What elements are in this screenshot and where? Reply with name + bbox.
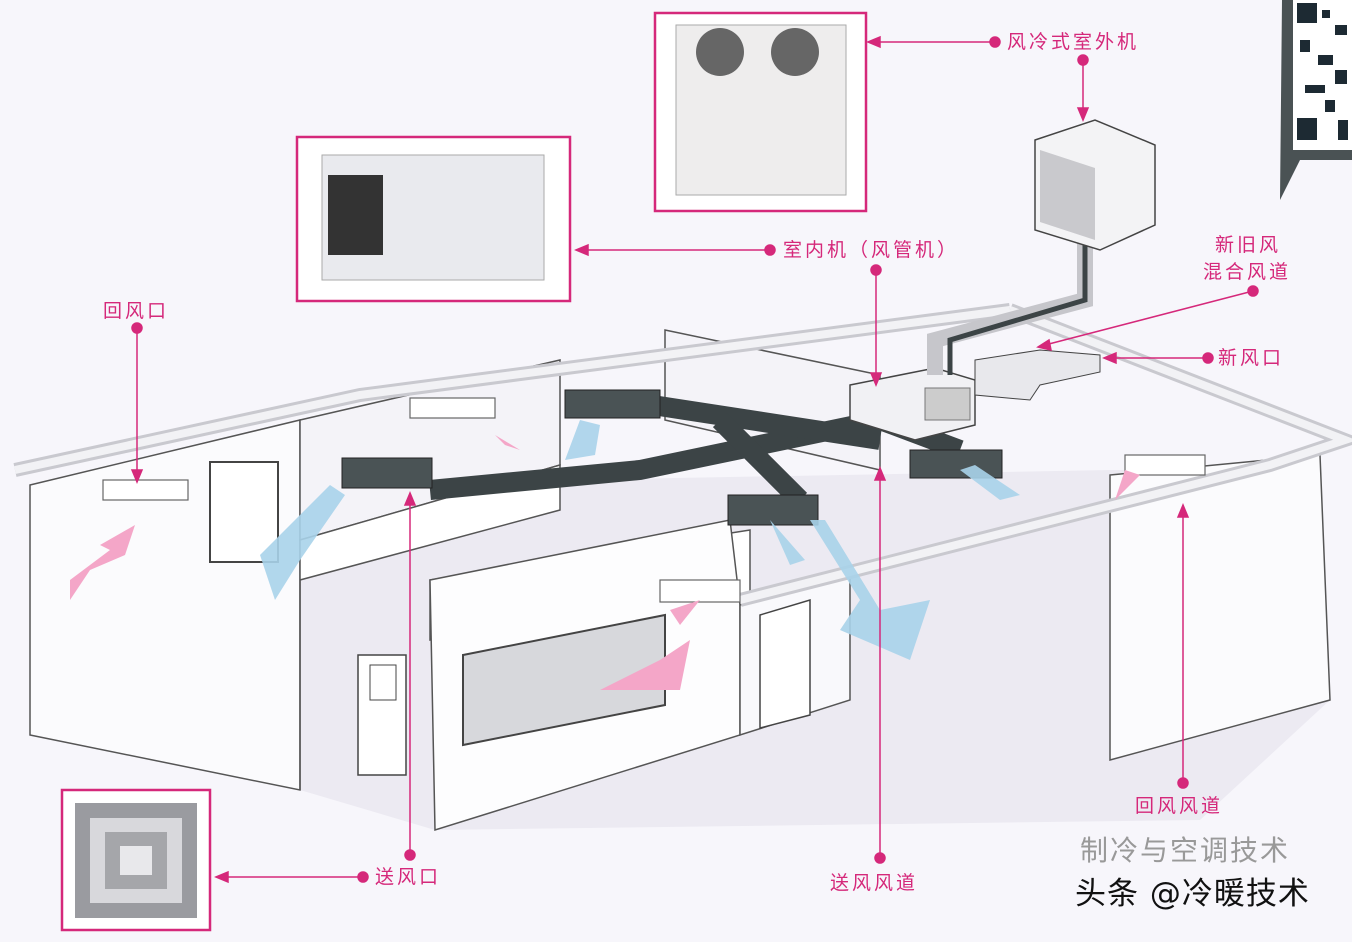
square-diffuser-icon: [75, 803, 197, 918]
watermark-secondary: 制冷与空调技术: [1080, 834, 1291, 867]
label-outdoor-unit: 风冷式室外机: [1007, 31, 1140, 53]
label-supply-air-outlet: 送风口: [375, 866, 442, 888]
label-return-air-duct: 回风风道: [1135, 795, 1224, 817]
label-mixing-duct-line1: 新旧风: [1215, 234, 1282, 256]
wall-right: [1109, 454, 1331, 761]
label-fresh-air-inlet: 新风口: [1218, 347, 1285, 369]
door-right: [759, 598, 811, 729]
qr-code-icon: [1297, 3, 1348, 140]
label-return-air-inlet: 回风口: [103, 300, 170, 322]
mixing-air-box: [974, 349, 1101, 401]
wall-picture: [209, 461, 279, 563]
watermark-main: 头条 @冷暖技术: [1075, 876, 1310, 912]
label-supply-air-duct: 送风风道: [830, 872, 919, 894]
label-mixing-duct-line2: 混合风道: [1203, 261, 1292, 283]
wall-painting: [462, 613, 666, 747]
supply-airflow-arrows: [260, 420, 1020, 660]
door-window: [369, 664, 397, 701]
fan-icon: [696, 28, 744, 76]
return-airflow-arrows: [70, 435, 1140, 690]
label-indoor-unit: 室内机（风管机）: [783, 239, 960, 261]
return-air-grilles: [102, 397, 1206, 603]
fan-icon: [771, 28, 819, 76]
callout-lines: [130, 35, 1259, 884]
